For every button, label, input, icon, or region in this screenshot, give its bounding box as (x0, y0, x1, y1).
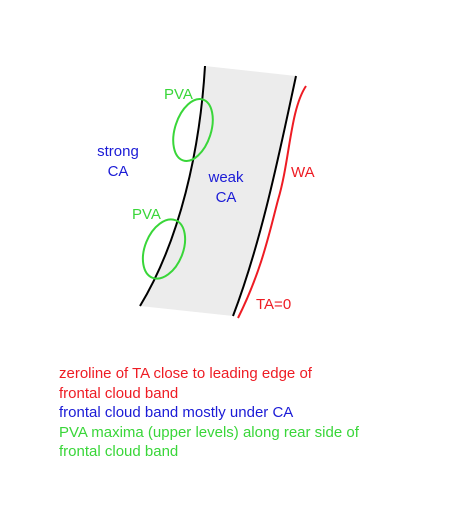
band-rear-edge (139, 65, 206, 307)
diagram-caption: zeroline of TA close to leading edge of … (59, 364, 419, 462)
pva-label-upper: PVA (164, 86, 193, 103)
ta-zeroline (237, 85, 307, 319)
caption-pva-line2: frontal cloud band (59, 443, 179, 460)
caption-ta-zeroline-line2: frontal cloud band (59, 384, 179, 402)
pva-ellipse-lower (141, 218, 187, 280)
frontal-cloud-band (140, 66, 296, 316)
caption-pva-line1: PVA maxima (upper levels) along rear sid… (59, 423, 359, 441)
band-leading-edge (232, 75, 297, 317)
weak-ca-label-line2: CA (216, 189, 237, 206)
ta-zero-label: TA=0 (256, 296, 291, 313)
weak-ca-label-line1: weak (207, 169, 244, 186)
caption-ta-zeroline-line1: zeroline of TA close to leading edge of (59, 365, 312, 382)
wa-label: WA (291, 164, 315, 181)
pva-ellipse-upper (172, 98, 214, 162)
strong-ca-label-line2: CA (108, 163, 129, 180)
strong-ca-label-line1: strong (97, 143, 139, 160)
caption-cloud-band-ca: frontal cloud band mostly under CA (59, 404, 294, 421)
pva-label-lower: PVA (132, 206, 161, 223)
